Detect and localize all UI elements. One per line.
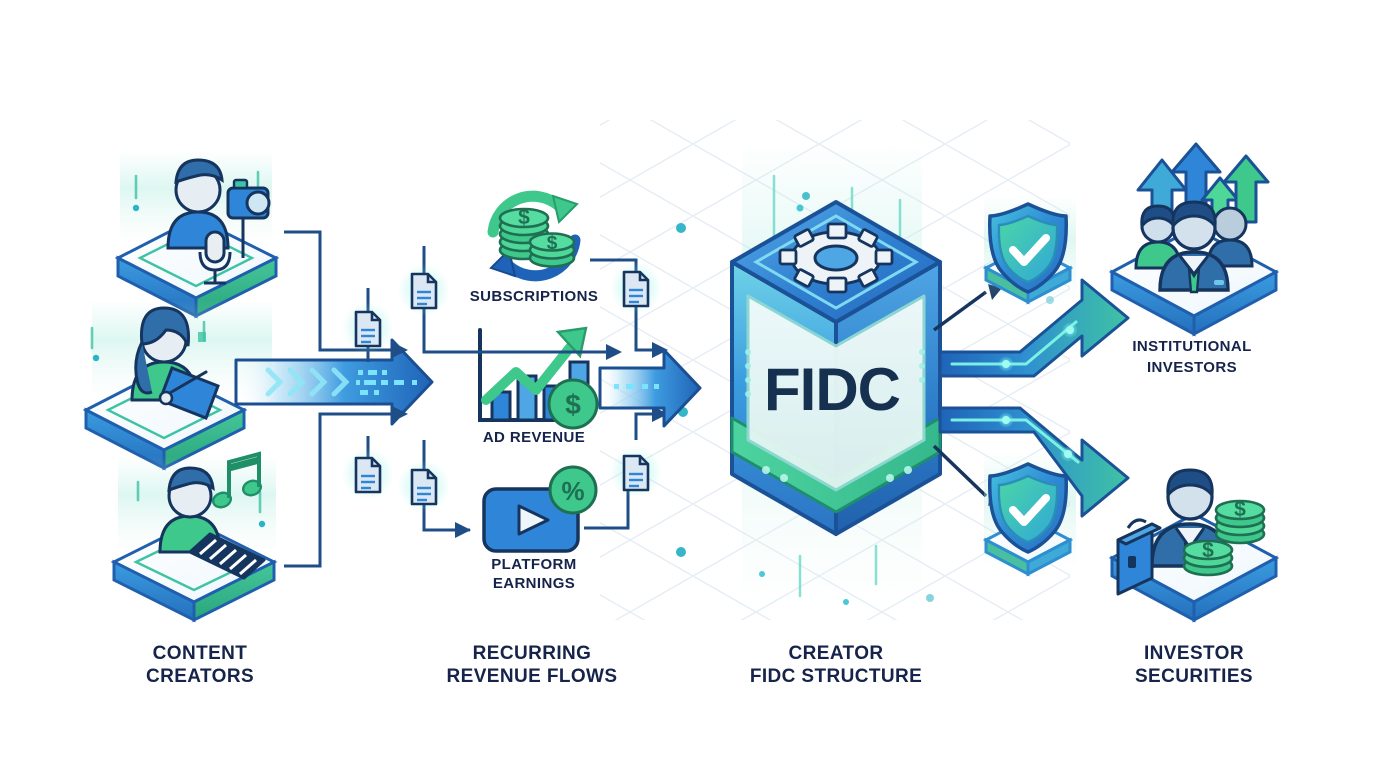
fidc-cube-label: FIDC [764,356,901,423]
ad-revenue-label: AD REVENUE [482,429,586,446]
fidc-to-securities-arrow [938,406,1130,518]
investor-briefcase-coins-icon: $ $ [1108,468,1280,623]
fidc-to-institutional-arrow [938,278,1130,378]
cube-to-shield-connectors [932,290,988,498]
document-icons [342,262,662,512]
column-label-fidc-line2: FIDC STRUCTURE [749,666,923,687]
recurring-coins-icon: $ $ [487,190,581,282]
subscriptions-label: SUBSCRIPTIONS [469,288,599,305]
column-label-securities-line2: SECURITIES [1134,666,1254,687]
play-button-percent-icon: % [482,465,598,553]
column-label-securities-line1: INVESTOR [1144,643,1244,664]
creator-tablet-stylus-icon [82,300,272,471]
platform-earnings-label-line2: EARNINGS [492,575,576,592]
svg-text:$: $ [1202,539,1214,562]
column-label-creators-line1: CONTENT [152,643,248,664]
svg-text:$: $ [1234,498,1246,521]
column-label-revenue-line2: REVENUE FLOWS [446,666,618,687]
svg-text:$: $ [518,206,530,229]
bar-chart-growth-dollar-icon: $ [478,326,599,430]
svg-text:$: $ [565,389,581,420]
document-connector-arrowheads [455,342,668,538]
institutional-investors-label-line2: INVESTORS [1146,359,1237,376]
platform-earnings-label-line1: PLATFORM [491,556,577,573]
shield-check-icon-upper [982,196,1076,306]
creator-connector-arrowheads [392,342,408,422]
revenue-to-fidc-arrow [598,348,702,428]
svg-text:$: $ [547,233,558,254]
shield-check-icon-lower [982,452,1076,577]
column-label-revenue-line1: RECURRING [472,643,592,664]
fidc-cube [730,200,942,536]
creator-keyboard-music-icon [110,451,278,623]
column-label-fidc-line1: CREATOR [788,643,884,664]
creators-to-revenue-arrow [234,338,434,426]
investor-group-growth-icon [1108,142,1280,337]
institutional-investors-label-line1: INSTITUTIONAL [1132,338,1252,355]
creator-camera-microphone-icon [114,150,280,319]
svg-text:%: % [561,476,584,506]
column-label-creators-line2: CREATORS [145,666,255,687]
